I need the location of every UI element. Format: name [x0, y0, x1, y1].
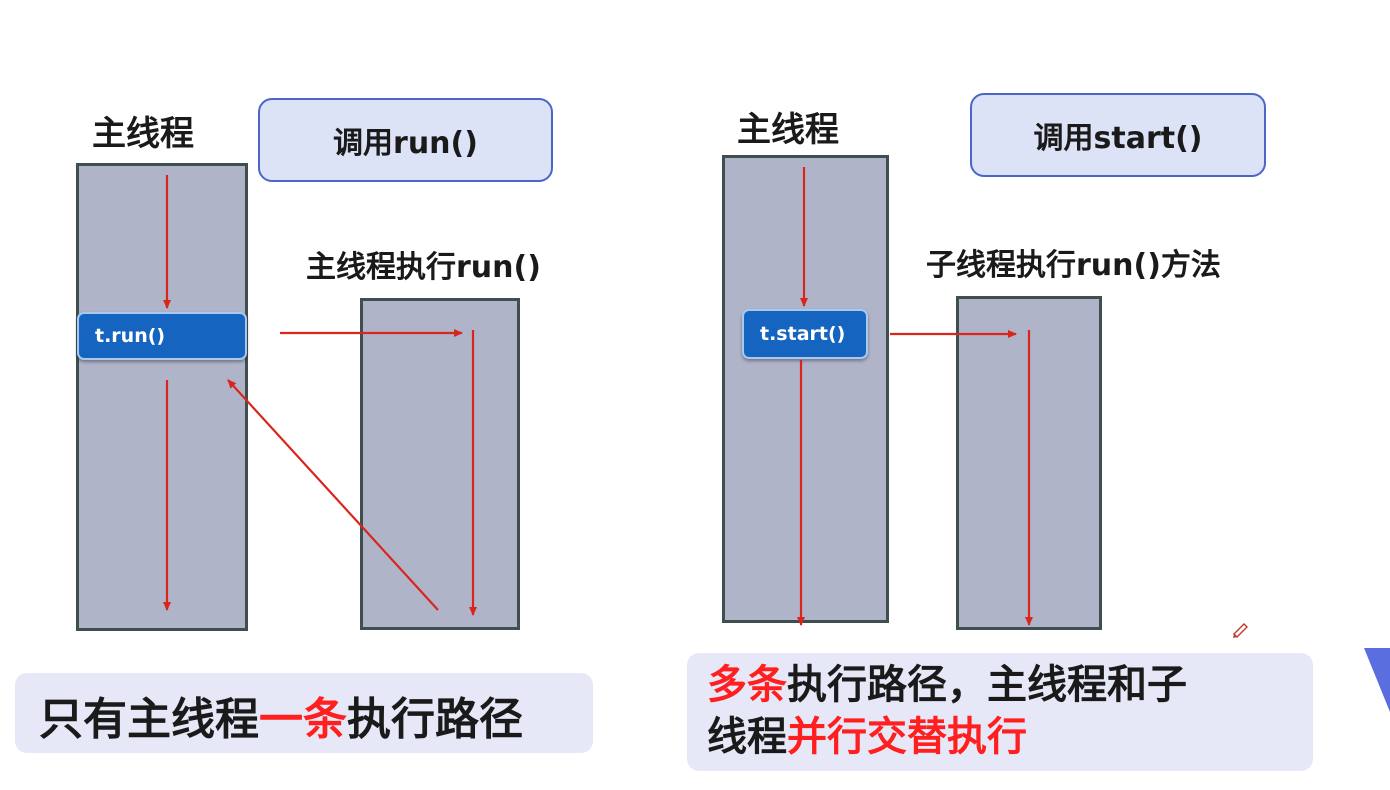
- right-summary-line1: 多条执行路径，主线程和子: [707, 659, 1313, 711]
- right-summary-line1-suffix: 执行路径，主线程和子: [787, 662, 1187, 708]
- right-call-start-box: 调用start(): [970, 93, 1266, 177]
- left-main-thread-label: 主线程: [92, 114, 194, 154]
- left-exec-label: 主线程执行run(): [306, 250, 541, 285]
- right-summary-line1-highlight: 多条: [707, 662, 787, 708]
- right-main-thread-column: [722, 155, 889, 623]
- left-method-chip-run: t.run(): [77, 312, 247, 360]
- left-arrow-return: [227, 379, 439, 611]
- left-main-thread-column: [76, 163, 248, 631]
- left-run-column: [360, 298, 520, 630]
- left-summary-box: 只有主线程一条执行路径: [15, 673, 593, 753]
- left-summary-prefix: 只有主线程: [39, 694, 259, 745]
- edge-blue-shape: [1364, 648, 1390, 712]
- right-method-chip-start: t.start(): [742, 309, 868, 359]
- left-call-run-box: 调用run(): [258, 98, 553, 182]
- left-summary-highlight: 一条: [259, 694, 347, 745]
- right-exec-label: 子线程执行run()方法: [926, 248, 1221, 283]
- pen-cursor-icon: [1233, 623, 1248, 638]
- right-summary-line2-highlight: 并行交替执行: [787, 714, 1027, 760]
- left-summary-suffix: 执行路径: [347, 694, 523, 745]
- right-summary-line2-prefix: 线程: [707, 714, 787, 760]
- right-main-thread-label: 主线程: [737, 110, 839, 150]
- right-summary-line2: 线程并行交替执行: [707, 711, 1313, 763]
- right-summary-box: 多条执行路径，主线程和子 线程并行交替执行: [687, 653, 1313, 771]
